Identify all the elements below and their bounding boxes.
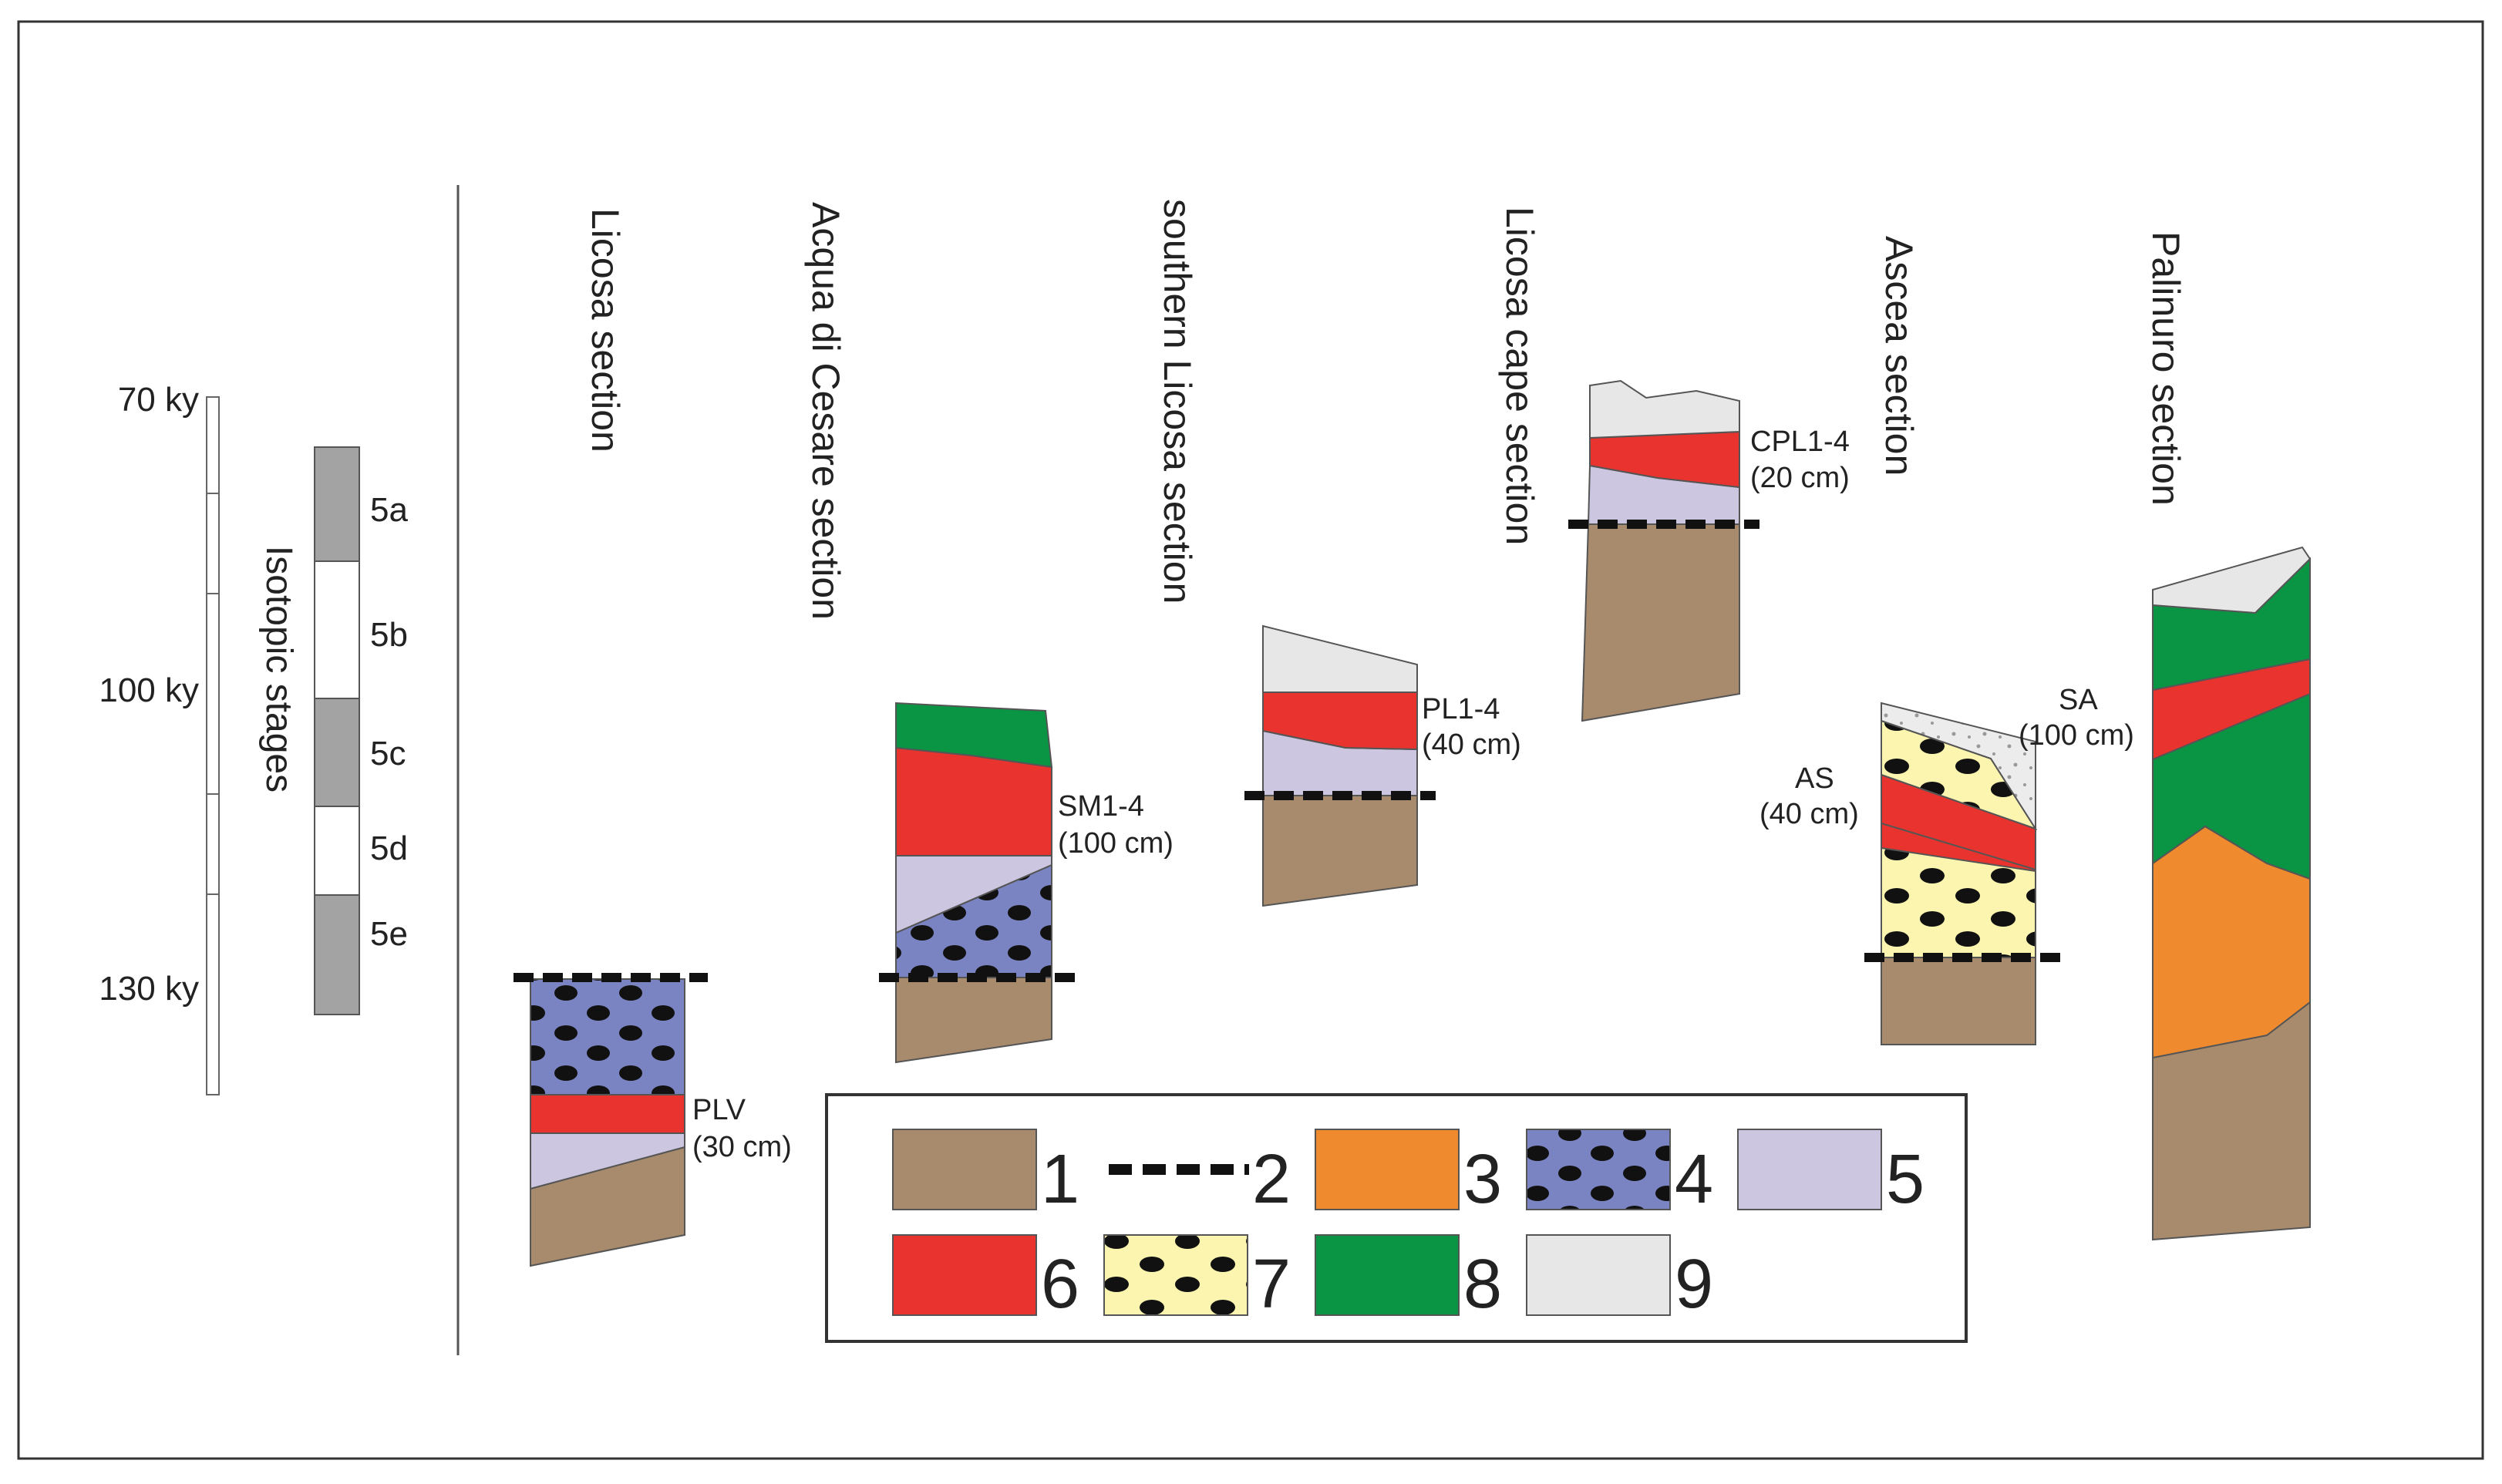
label-cpl1-4-thickness: (20 cm) [1750, 462, 1850, 494]
legend-swatch-1 [892, 1129, 1037, 1210]
acqua-layer-green [895, 702, 1053, 769]
stage-bar-5b [314, 560, 360, 699]
legend-number-1: 1 [1041, 1141, 1079, 1218]
stage-label-5c: 5c [370, 735, 406, 772]
legend: 1 2 3 4 5 6 7 8 9 [825, 1093, 1968, 1343]
label-pl1-4-thickness: (40 cm) [1422, 729, 1521, 761]
legend-swatch-6 [892, 1234, 1037, 1316]
tick-100ky: 100 ky [99, 671, 199, 709]
label-as-thickness: (40 cm) [1759, 798, 1859, 830]
legend-swatch-5 [1737, 1129, 1882, 1210]
title-southern-licosa-section: southern Licosa section [1156, 199, 1199, 604]
section-titles: Licosa section Acqua di Cesare section s… [584, 199, 2187, 620]
tick-70ky: 70 ky [118, 381, 199, 419]
label-sa: SA [2059, 684, 2098, 716]
column-ascea [1864, 702, 2060, 1045]
legend-swatch-7 [1103, 1234, 1248, 1316]
ascea-layer-speckled-grey [1881, 702, 2036, 832]
tick-130ky: 130 ky [99, 970, 199, 1008]
label-pl1-4: PL1-4 [1422, 693, 1500, 725]
column-licosa [514, 973, 708, 1267]
licosa-layer-red [530, 1094, 685, 1134]
stage-label-5a: 5a [370, 491, 408, 529]
title-licosa-cape-section: Licosa cape section [1498, 207, 1541, 545]
label-cpl1-4: CPL1-4 [1750, 426, 1850, 458]
cape-layer-grey [1589, 379, 1740, 439]
stage-bar-5d [314, 806, 360, 896]
legend-swatch-8 [1315, 1234, 1460, 1316]
legend-swatch-4 [1526, 1129, 1671, 1210]
label-plv-thickness: (30 cm) [692, 1131, 792, 1163]
label-sm1-4: SM1-4 [1058, 790, 1144, 823]
label-plv: PLV [692, 1094, 746, 1126]
axis-title-isotopic-stages: Isotopic stages [258, 546, 299, 792]
label-sa-thickness: (100 cm) [2019, 719, 2134, 752]
time-axis-bar [206, 396, 220, 1095]
legend-number-7: 7 [1252, 1246, 1291, 1323]
title-palinuro-section: Palinuro section [2144, 231, 2187, 506]
legend-number-5: 5 [1886, 1141, 1924, 1218]
column-licosa-cape [1568, 379, 1759, 722]
stage-label-5d: 5d [370, 829, 408, 867]
stage-bar-5e [314, 894, 360, 1015]
legend-swatch-9 [1526, 1234, 1671, 1316]
title-licosa-section: Licosa section [584, 208, 627, 453]
timescale: 70 ky 100 ky 130 ky Isotopic stages 5a 5… [99, 381, 408, 1095]
column-southern-licosa [1244, 624, 1436, 907]
title-ascea-section: Ascea section [1877, 236, 1921, 476]
label-as: AS [1795, 762, 1834, 795]
column-palinuro [2152, 546, 2312, 1241]
legend-number-4: 4 [1675, 1141, 1713, 1218]
licosa-layer-blue-dotted [530, 978, 685, 1095]
stage-label-5b: 5b [370, 616, 408, 654]
legend-number-6: 6 [1041, 1246, 1079, 1323]
legend-number-8: 8 [1463, 1246, 1502, 1323]
legend-number-3: 3 [1463, 1141, 1502, 1218]
cape-layer-substrate [1581, 523, 1740, 722]
legend-number-9: 9 [1675, 1246, 1713, 1323]
legend-number-2: 2 [1252, 1141, 1291, 1218]
column-acqua-di-cesare [879, 702, 1075, 1064]
palinuro-layer-grey [2152, 546, 2312, 614]
label-sm1-4-thickness: (100 cm) [1058, 827, 1174, 860]
stage-bar-5a [314, 446, 360, 562]
legend-swatch-3 [1315, 1129, 1460, 1210]
ascea-layer-substrate [1881, 957, 2036, 1045]
stage-label-5e: 5e [370, 915, 408, 953]
stage-bar-5c [314, 698, 360, 807]
southern-layer-grey [1262, 624, 1418, 693]
title-acqua-di-cesare-section: Acqua di Cesare section [804, 202, 847, 620]
